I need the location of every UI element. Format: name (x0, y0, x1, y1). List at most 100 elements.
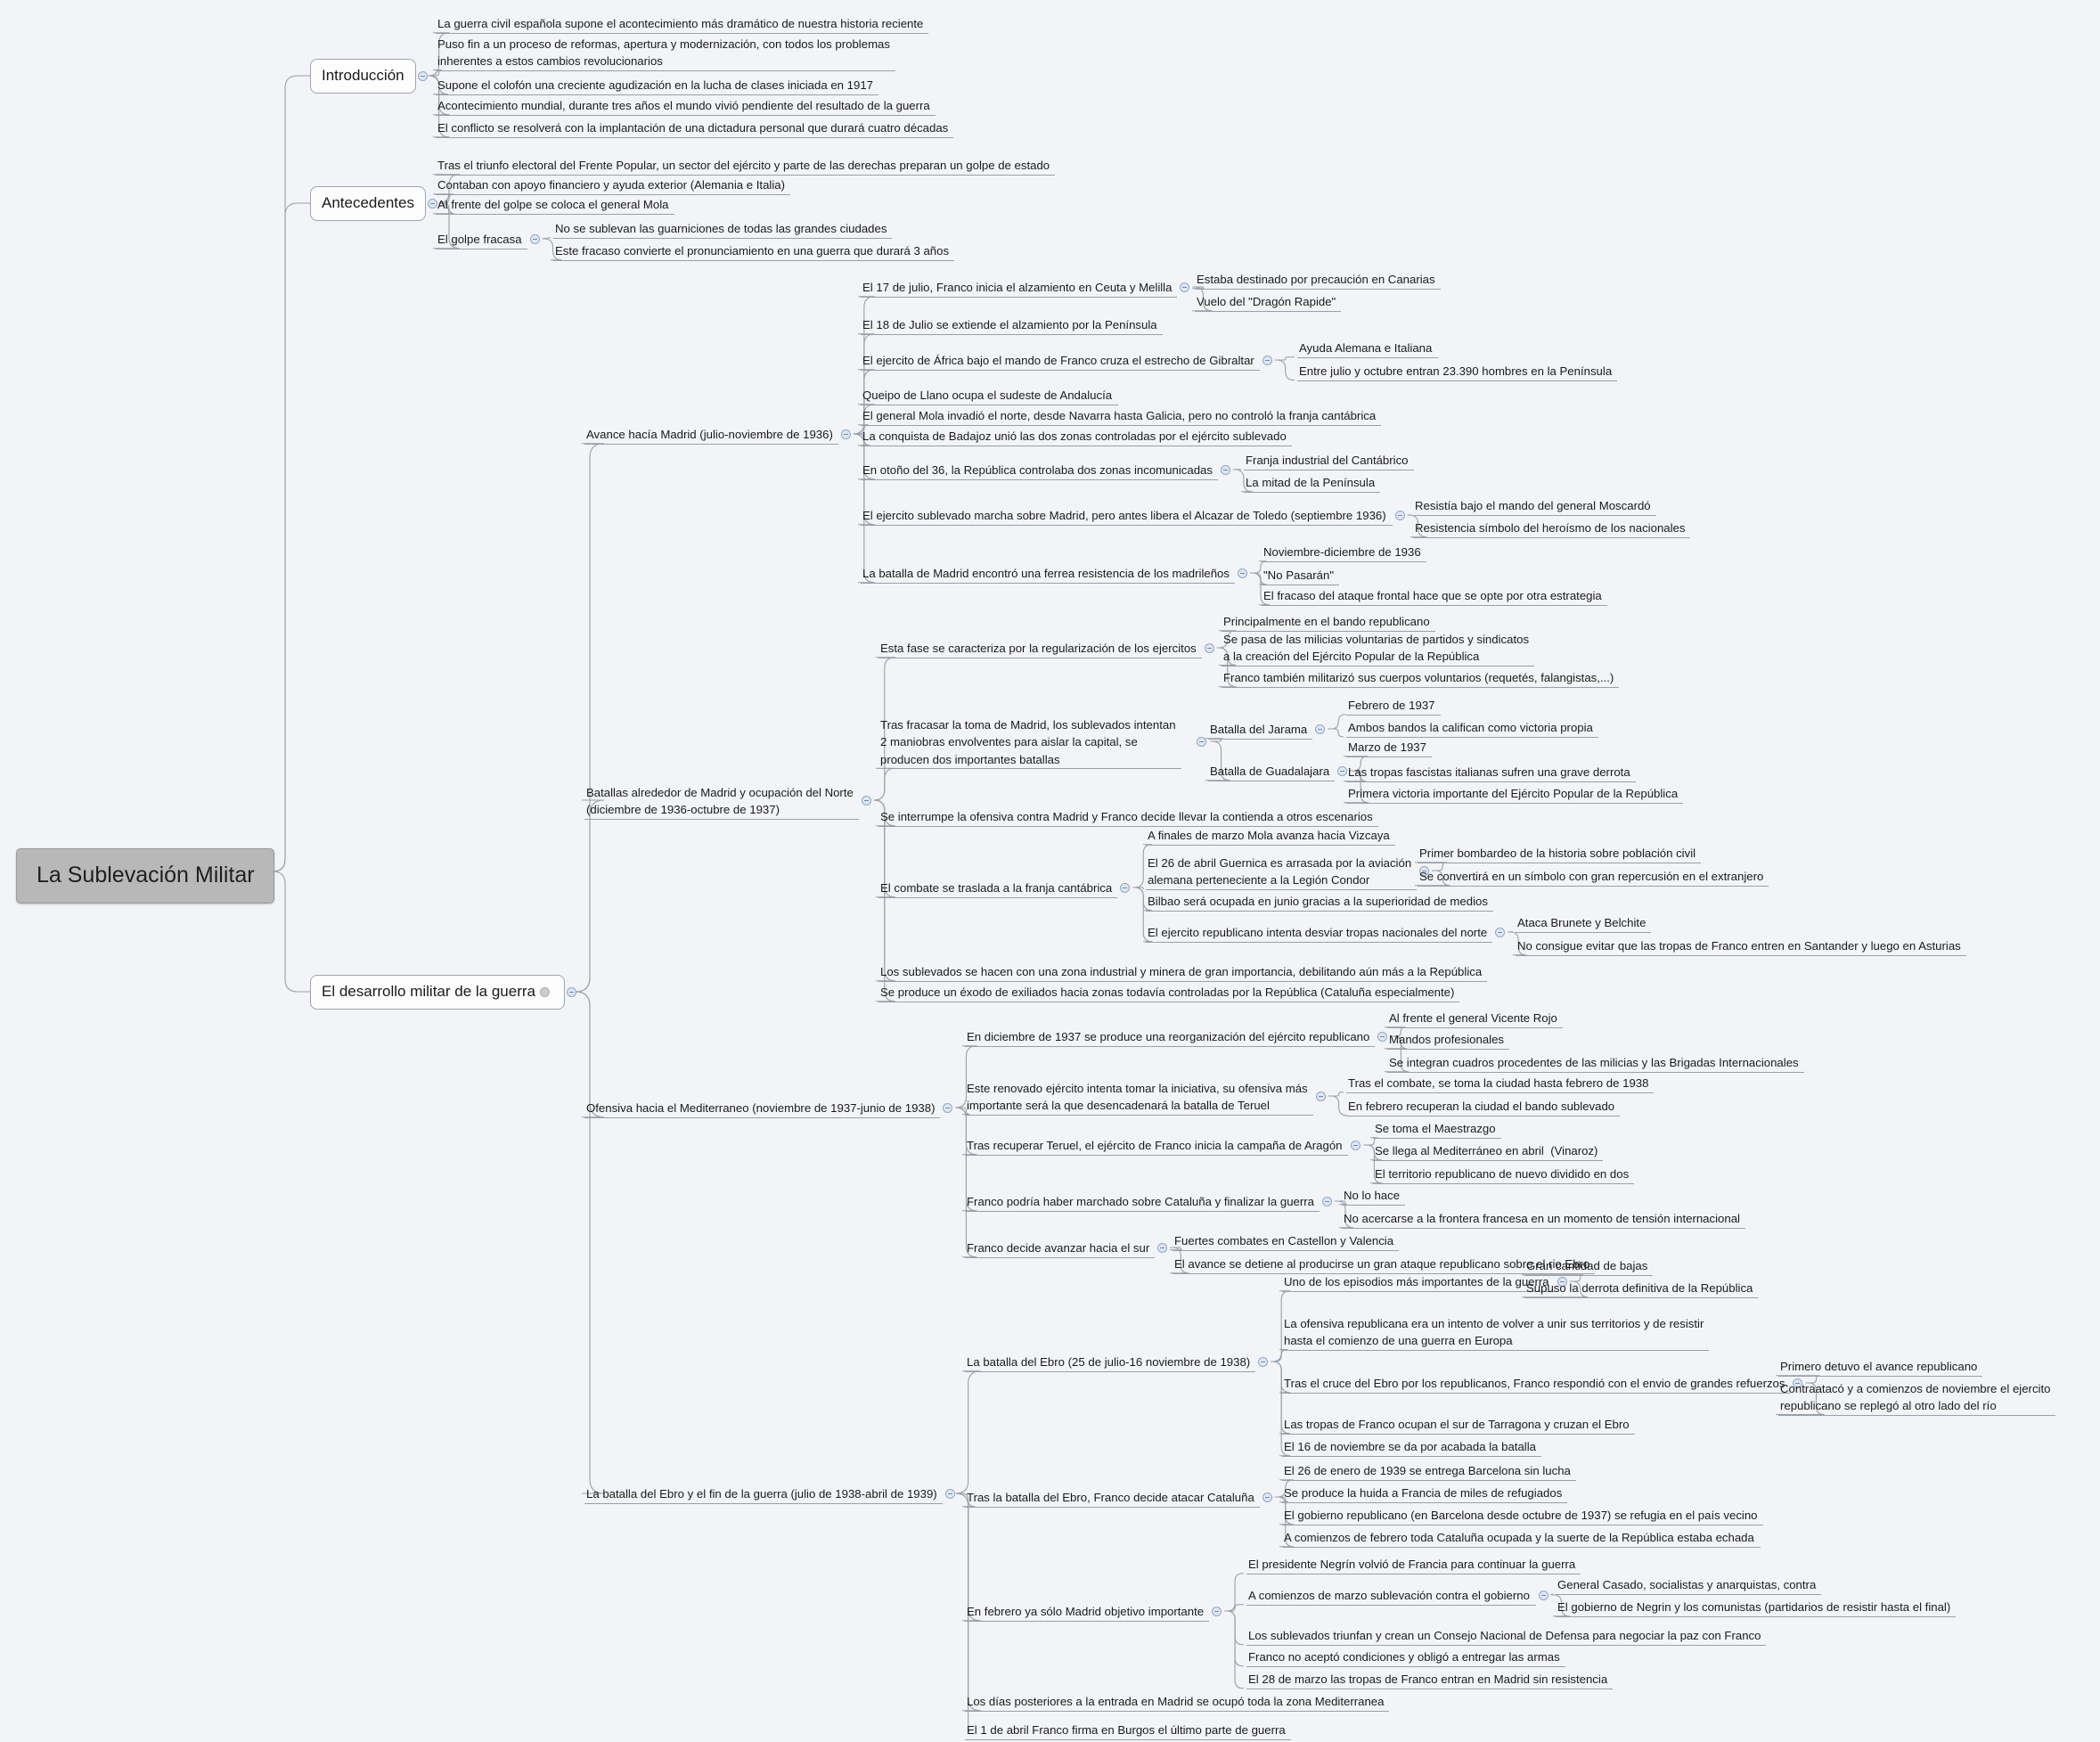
cantabrica-1-sub-0[interactable]: Primer bombardeo de la historia sobre po… (1417, 843, 1699, 865)
madrid-final-item-2[interactable]: Los sublevados triunfan y crean un Conse… (1246, 1625, 1764, 1648)
group-avance-madrid[interactable]: Avance hacía Madrid (julio-noviembre de … (584, 424, 837, 446)
collapse-toggle-icon[interactable] (417, 70, 428, 81)
collapse-toggle-icon[interactable] (1237, 568, 1247, 578)
collapse-toggle-icon[interactable] (1337, 765, 1348, 776)
ofensiva-2-sub-2[interactable]: El territorio republicano de nuevo divid… (1372, 1164, 1632, 1186)
cantabrica-item-1[interactable]: El 26 de abril Guernica es arrasada por … (1145, 853, 1415, 892)
ofensiva-0-sub-1[interactable]: Mandos profesionales (1386, 1029, 1508, 1051)
batalla-1-sub-2[interactable]: Primera victoria importante del Ejército… (1345, 783, 1681, 806)
ofensiva-3-sub-1[interactable]: No acercarse a la frontera francesa en u… (1341, 1208, 1744, 1231)
batallas-item-5[interactable]: Se produce un éxodo de exiliados hacia z… (878, 982, 1458, 1004)
intro-child-0[interactable]: La guerra civil española supone el acont… (435, 13, 927, 36)
ebro-tail-0[interactable]: Los días posteriores a la entrada en Mad… (964, 1691, 1387, 1713)
avance-item-0[interactable]: El 17 de julio, Franco inicia el alzamie… (860, 277, 1175, 299)
avance-item-6[interactable]: En otoño del 36, la República controlaba… (860, 460, 1216, 482)
collapse-toggle-icon[interactable] (427, 198, 437, 209)
ofensiva-2-sub-1[interactable]: Se llega al Mediterráneo en abril (Vinar… (1372, 1141, 1601, 1163)
avance-item-6-sub-0[interactable]: Franja industrial del Cantábrico (1243, 450, 1412, 472)
madrid-final-item-0[interactable]: El presidente Negrín volvió de Francia p… (1246, 1554, 1579, 1576)
collapse-toggle-icon[interactable] (1377, 1031, 1388, 1042)
avance-item-8-sub-2[interactable]: El fracaso del ataque frontal hace que s… (1261, 585, 1606, 608)
collapse-toggle-icon[interactable] (1495, 927, 1506, 937)
cataluna-item-0[interactable]: El 26 de enero de 1939 se entrega Barcel… (1281, 1460, 1574, 1483)
batallas-item-2[interactable]: Se interrumpe la ofensiva contra Madrid … (878, 806, 1377, 829)
collapse-toggle-icon[interactable] (1394, 510, 1405, 520)
ebro-2-sub-0[interactable]: Primero detuvo el avance republicano (1777, 1356, 1981, 1378)
ebro-item-4[interactable]: El 16 de noviembre se da por acabada la … (1281, 1436, 1540, 1459)
collapse-toggle-icon[interactable] (1419, 865, 1430, 876)
ofensiva-1-sub-1[interactable]: En febrero recuperan la ciudad el bando … (1345, 1096, 1618, 1118)
collapse-toggle-icon[interactable] (1538, 1590, 1548, 1600)
avance-item-3[interactable]: Queipo de Llano ocupa el sudeste de Anda… (860, 385, 1115, 407)
madrid-final-1-sub-1[interactable]: El gobierno de Negrin y los comunistas (… (1555, 1597, 1954, 1619)
collapse-toggle-icon[interactable] (1212, 1606, 1222, 1616)
group-ofensiva-mediterraneo[interactable]: Ofensiva hacia el Mediterraneo (noviembr… (584, 1098, 938, 1120)
batallas-item-4[interactable]: Los sublevados se hacen con una zona ind… (878, 961, 1485, 984)
avance-item-7-sub-0[interactable]: Resistía bajo el mando del general Mosca… (1412, 495, 1655, 518)
collapse-toggle-icon[interactable] (943, 1102, 953, 1113)
avance-item-8-sub-0[interactable]: Noviembre-diciembre de 1936 (1261, 542, 1425, 564)
batalla-1-sub-1[interactable]: Las tropas fascistas italianas sufren un… (1345, 762, 1634, 784)
collapse-toggle-icon[interactable] (1120, 882, 1131, 893)
avance-item-2-sub-1[interactable]: Entre julio y octubre entran 23.390 homb… (1296, 361, 1615, 383)
ofensiva-item-4[interactable]: Franco decide avanzar hacia el sur (964, 1238, 1153, 1260)
golpe-fracasa-child-1[interactable]: Este fracaso convierte el pronunciamient… (552, 241, 952, 263)
cantabrica-1-sub-1[interactable]: Se convertirá en un símbolo con gran rep… (1417, 866, 1767, 888)
group-batallas-madrid[interactable]: Batallas alrededor de Madrid y ocupación… (584, 782, 857, 822)
ofensiva-0-sub-0[interactable]: Al frente el general Vicente Rojo (1386, 1008, 1561, 1030)
ofensiva-item-2[interactable]: Tras recuperar Teruel, el ejército de Fr… (964, 1135, 1346, 1157)
collapse-toggle-icon[interactable] (861, 795, 871, 806)
collapse-toggle-icon[interactable] (1157, 1242, 1168, 1253)
ofensiva-4-sub-0[interactable]: Fuertes combates en Castellon y Valencia (1172, 1231, 1397, 1253)
ebro-0-sub-1[interactable]: Supuso la derrota definitiva de la Repúb… (1524, 1278, 1756, 1300)
ofensiva-1-sub-0[interactable]: Tras el combate, se toma la ciudad hasta… (1345, 1073, 1652, 1095)
antecedentes-child-0[interactable]: Tras el triunfo electoral del Frente Pop… (435, 155, 1053, 177)
madrid-final-item-1[interactable]: A comienzos de marzo sublevación contra … (1246, 1585, 1533, 1607)
ofensiva-item-0[interactable]: En diciembre de 1937 se produce una reor… (964, 1026, 1373, 1049)
avance-item-0-sub-1[interactable]: Vuelo del "Dragón Rapide" (1194, 291, 1339, 314)
batalla-1-sub-0[interactable]: Marzo de 1937 (1345, 737, 1430, 759)
collapse-toggle-icon[interactable] (1321, 1196, 1332, 1206)
avance-item-2[interactable]: El ejercito de África bajo el mando de F… (860, 350, 1258, 372)
ebro-item-2[interactable]: Tras el cruce del Ebro por los republica… (1281, 1373, 1788, 1395)
ofensiva-2-sub-0[interactable]: Se toma el Maestrazgo (1372, 1118, 1499, 1141)
ofensiva-4-sub-1[interactable]: El avance se detiene al producirse un gr… (1172, 1254, 1593, 1276)
ebro-item-1[interactable]: La ofensiva republicana era un intento d… (1281, 1313, 1707, 1353)
collapse-toggle-icon[interactable] (1315, 1091, 1326, 1101)
collapse-toggle-icon[interactable] (944, 1488, 955, 1499)
collapse-toggle-icon[interactable] (1315, 724, 1326, 734)
root-node[interactable]: La Sublevación Militar (16, 848, 274, 904)
collapse-toggle-icon[interactable] (529, 233, 540, 244)
collapse-toggle-icon[interactable] (1262, 1492, 1272, 1502)
avance-item-7[interactable]: El ejercito sublevado marcha sobre Madri… (860, 505, 1390, 528)
antecedentes-child-1[interactable]: Contaban con apoyo financiero y ayuda ex… (435, 175, 789, 197)
collapse-toggle-icon[interactable] (1793, 1378, 1803, 1388)
collapse-toggle-icon[interactable] (840, 429, 851, 439)
madrid-final-item-4[interactable]: El 28 de marzo las tropas de Franco entr… (1246, 1669, 1611, 1691)
avance-item-0-sub-0[interactable]: Estaba destinado por precaución en Canar… (1194, 269, 1439, 291)
madrid-final-1-sub-0[interactable]: General Casado, socialistas y anarquista… (1555, 1574, 1819, 1597)
collapse-toggle-icon[interactable] (1180, 282, 1190, 292)
batallas-item-0-sub-0[interactable]: Principalmente en el bando republicano (1221, 611, 1434, 634)
avance-item-1[interactable]: El 18 de Julio se extiende el alzamiento… (860, 315, 1161, 337)
avance-item-6-sub-1[interactable]: La mitad de la Península (1243, 472, 1378, 495)
antecedentes-child-2[interactable]: Al frente del golpe se coloca el general… (435, 194, 673, 217)
batalla-0-sub-1[interactable]: Ambos bandos la califican como victoria … (1345, 717, 1597, 740)
batallas-item-3[interactable]: El combate se traslada a la franja cantá… (878, 878, 1115, 900)
cantabrica-item-3[interactable]: El ejercito republicano intenta desviar … (1145, 922, 1491, 945)
avance-item-4[interactable]: El general Mola invadió el norte, desde … (860, 405, 1379, 428)
collapse-toggle-icon[interactable] (1351, 1140, 1361, 1150)
cantabrica-item-2[interactable]: Bilbao será ocupada en junio gracias a l… (1145, 891, 1491, 913)
batallas-item-0-sub-2[interactable]: Franco también militarizó sus cuerpos vo… (1221, 667, 1617, 690)
ebro-item-0[interactable]: Uno de los episodios más importantes de … (1281, 1272, 1553, 1294)
intro-child-1[interactable]: Puso fin a un proceso de reformas, apert… (435, 34, 894, 73)
ebro-item-3[interactable]: Las tropas de Franco ocupan el sur de Ta… (1281, 1414, 1633, 1436)
cataluna-item-2[interactable]: El gobierno republicano (en Barcelona de… (1281, 1505, 1761, 1527)
madrid-final-item-3[interactable]: Franco no aceptó condiciones y obligó a … (1246, 1647, 1564, 1669)
avance-item-5[interactable]: La conquista de Badajoz unió las dos zon… (860, 426, 1290, 448)
collapse-toggle-icon[interactable] (1220, 464, 1230, 475)
group-la-batalla-del-ebro[interactable]: La batalla del Ebro (25 de julio-16 novi… (964, 1352, 1254, 1374)
antecedentes-child-3[interactable]: El golpe fracasa (435, 229, 526, 251)
golpe-fracasa-child-0[interactable]: No se sublevan las guarniciones de todas… (552, 218, 890, 241)
cantabrica-3-sub-0[interactable]: Ataca Brunete y Belchite (1515, 912, 1649, 935)
